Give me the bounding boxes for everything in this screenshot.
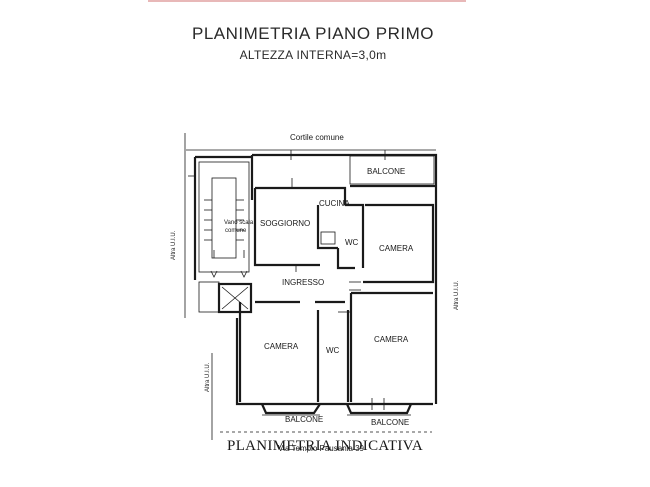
label-cucina: CUCINA: [319, 199, 350, 208]
label-ingresso: INGRESSO: [282, 278, 324, 287]
page-subtitle: ALTEZZA INTERNA=3,0m: [239, 48, 387, 62]
page-title: PLANIMETRIA PIANO PRIMO: [192, 24, 434, 43]
label-altra-right: Altra U.I.U.: [454, 280, 460, 310]
label-wc-bottom: WC: [326, 346, 340, 355]
label-camera-bottom-left: CAMERA: [264, 342, 299, 351]
camera-top-right-walls: [349, 203, 435, 291]
exterior-walls: [193, 153, 438, 406]
label-balcone-bottom-left: BALCONE: [285, 415, 323, 424]
balcony-top: [349, 155, 436, 188]
label-vano-scala-comune: comune: [225, 228, 247, 234]
stair-core: [198, 161, 250, 278]
label-altra-left-bottom: Altra U.I.U.: [205, 362, 211, 392]
ingresso-walls: [255, 265, 433, 304]
label-balcone-top: BALCONE: [367, 167, 405, 176]
label-camera-bottom-right: CAMERA: [374, 335, 409, 344]
top-rule: [148, 0, 466, 2]
label-balcone-bottom-right: BALCONE: [371, 418, 409, 427]
label-camera-top-right: CAMERA: [379, 244, 414, 253]
lift: [198, 281, 253, 314]
label-wc-top: WC: [345, 238, 359, 247]
label-soggiorno: SOGGIORNO: [260, 219, 310, 228]
label-altra-left-top: Altra U.I.U.: [171, 230, 177, 260]
lower-room-walls: [238, 293, 353, 402]
footer-caption: PLANIMETRIA INDICATIVA: [227, 438, 423, 454]
soggiorno-walls: [253, 178, 347, 267]
window-marks: [188, 150, 386, 410]
cucina-walls: [316, 203, 365, 270]
label-street: Via Tempio Pausania 39: [278, 444, 365, 453]
label-cortile: Cortile comune: [290, 133, 344, 142]
balconies-bottom: [260, 403, 413, 416]
site-boundary: [184, 133, 436, 440]
label-vano-scala: Vano scala: [224, 220, 254, 226]
